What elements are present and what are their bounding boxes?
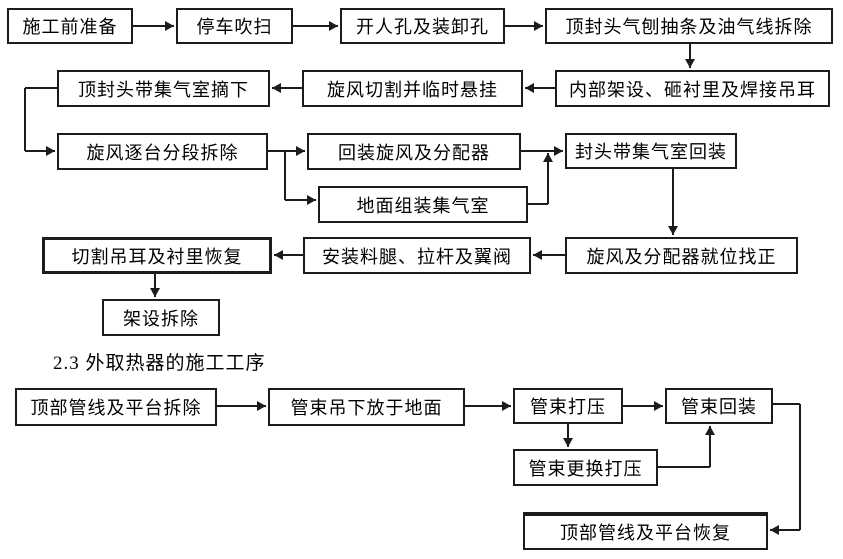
flow-node-head-reinstall: 封头带集气室回装 <box>565 133 737 169</box>
flow-edge-pipe-remove-bundle-lower <box>217 405 266 407</box>
arrowhead-pipe-remove-bundle-lower <box>257 401 266 411</box>
flow-node-pipe-restore: 顶部管线及平台恢复 <box>523 512 768 550</box>
arrowhead-lug-restore-scaffold-remove <box>150 288 160 297</box>
flow-edge-head-reinstall-cyclone-align <box>672 169 674 235</box>
flow-edge-cyclone-dismantle-ground-assembly <box>284 151 286 200</box>
flow-edge-gouge-scaffold-in <box>689 44 691 68</box>
flow-node-leg-install: 安装料腿、拉杆及翼阀 <box>303 237 531 274</box>
arrowhead-ground-assembly-head-reinstall <box>543 153 553 162</box>
section-title: 2.3 外取热器的施工工序 <box>53 353 266 374</box>
flow-edge-lug-restore-scaffold-remove <box>154 274 156 297</box>
flow-edge-purge-manhole <box>293 25 338 27</box>
flow-edge-bundle-test-bundle-replace-test <box>567 424 569 447</box>
flow-edge-cyclone-dismantle-cyclone-reinstall <box>268 150 305 152</box>
arrowhead-purge-manhole <box>329 21 338 31</box>
flow-edge-prep-purge <box>133 25 174 27</box>
flow-node-head-off: 顶封头带集气室摘下 <box>57 70 270 107</box>
flow-edge-bundle-reinstall-pipe-restore <box>770 529 800 531</box>
arrowhead-cyclone-dismantle-cyclone-reinstall <box>296 146 305 156</box>
flow-edge-manhole-gouge <box>505 25 543 27</box>
flow-edge-bundle-replace-test-bundle-reinstall <box>658 466 710 468</box>
arrowhead-bundle-replace-test-bundle-reinstall <box>705 426 715 435</box>
arrowhead-cyclone-dismantle-ground-assembly <box>307 195 316 205</box>
flow-edge-head-off-cyclone-dismantle <box>25 87 57 89</box>
arrowhead-head-reinstall-cyclone-align <box>668 226 678 235</box>
arrowhead-leg-install-lug-restore <box>274 250 283 260</box>
flow-edge-bundle-reinstall-pipe-restore <box>773 403 800 405</box>
arrowhead-bundle-test-bundle-replace-test <box>563 438 573 447</box>
flow-edge-head-off-cyclone-dismantle <box>25 150 55 152</box>
flow-node-cyclone-reinstall: 回装旋风及分配器 <box>307 133 521 170</box>
flow-node-cyclone-dismantle: 旋风逐台分段拆除 <box>57 133 268 170</box>
flow-edge-cyclone-dismantle-ground-assembly <box>285 199 316 201</box>
flow-edge-ground-assembly-head-reinstall <box>547 153 549 204</box>
flow-edge-leg-install-lug-restore <box>274 254 303 256</box>
flow-node-scaffold-remove: 架设拆除 <box>102 299 220 336</box>
flow-edge-scaffold-in-cyclone-cut <box>525 87 555 89</box>
flow-edge-cyclone-reinstall-head-reinstall <box>521 150 563 152</box>
flow-node-scaffold-in: 内部架设、砸衬里及焊接吊耳 <box>555 70 830 107</box>
flow-node-bundle-reinstall: 管束回装 <box>665 388 773 424</box>
arrowhead-head-off-cyclone-dismantle <box>46 146 55 156</box>
arrowhead-bundle-reinstall-pipe-restore <box>770 525 779 535</box>
arrowhead-cyclone-align-leg-install <box>533 250 542 260</box>
flow-node-cyclone-align: 旋风及分配器就位找正 <box>565 237 798 274</box>
flow-node-purge: 停车吹扫 <box>176 8 293 44</box>
flow-edge-bundle-test-bundle-reinstall <box>623 405 663 407</box>
flow-edge-bundle-lower-bundle-test <box>465 405 511 407</box>
arrowhead-gouge-scaffold-in <box>685 59 695 68</box>
flow-node-cyclone-cut: 旋风切割并临时悬挂 <box>302 70 523 107</box>
flow-edge-cyclone-align-leg-install <box>533 254 565 256</box>
arrowhead-bundle-lower-bundle-test <box>502 401 511 411</box>
flow-node-lug-restore: 切割吊耳及衬里恢复 <box>42 237 272 274</box>
flow-edge-ground-assembly-head-reinstall <box>528 203 548 205</box>
flow-node-gouge: 顶封头气刨抽条及油气线拆除 <box>545 8 833 44</box>
flow-node-manhole: 开人孔及装卸孔 <box>340 8 505 44</box>
flow-node-pipe-remove: 顶部管线及平台拆除 <box>15 388 217 426</box>
arrowhead-cyclone-reinstall-head-reinstall <box>554 146 563 156</box>
flow-node-bundle-lower: 管束吊下放于地面 <box>268 388 465 426</box>
flow-edge-cyclone-cut-head-off <box>272 87 302 89</box>
flow-edge-bundle-replace-test-bundle-reinstall <box>709 426 711 467</box>
arrowhead-prep-purge <box>165 21 174 31</box>
flow-node-prep: 施工前准备 <box>7 8 133 44</box>
flow-edge-head-off-cyclone-dismantle <box>24 88 26 151</box>
flow-node-bundle-test: 管束打压 <box>513 388 623 424</box>
arrowhead-manhole-gouge <box>534 21 543 31</box>
arrowhead-scaffold-in-cyclone-cut <box>525 83 534 93</box>
flow-node-ground-assembly: 地面组装集气室 <box>318 186 528 223</box>
arrowhead-cyclone-cut-head-off <box>272 83 281 93</box>
flow-node-bundle-replace-test: 管束更换打压 <box>513 449 658 486</box>
arrowhead-bundle-test-bundle-reinstall <box>654 401 663 411</box>
flow-edge-bundle-reinstall-pipe-restore <box>799 404 801 530</box>
